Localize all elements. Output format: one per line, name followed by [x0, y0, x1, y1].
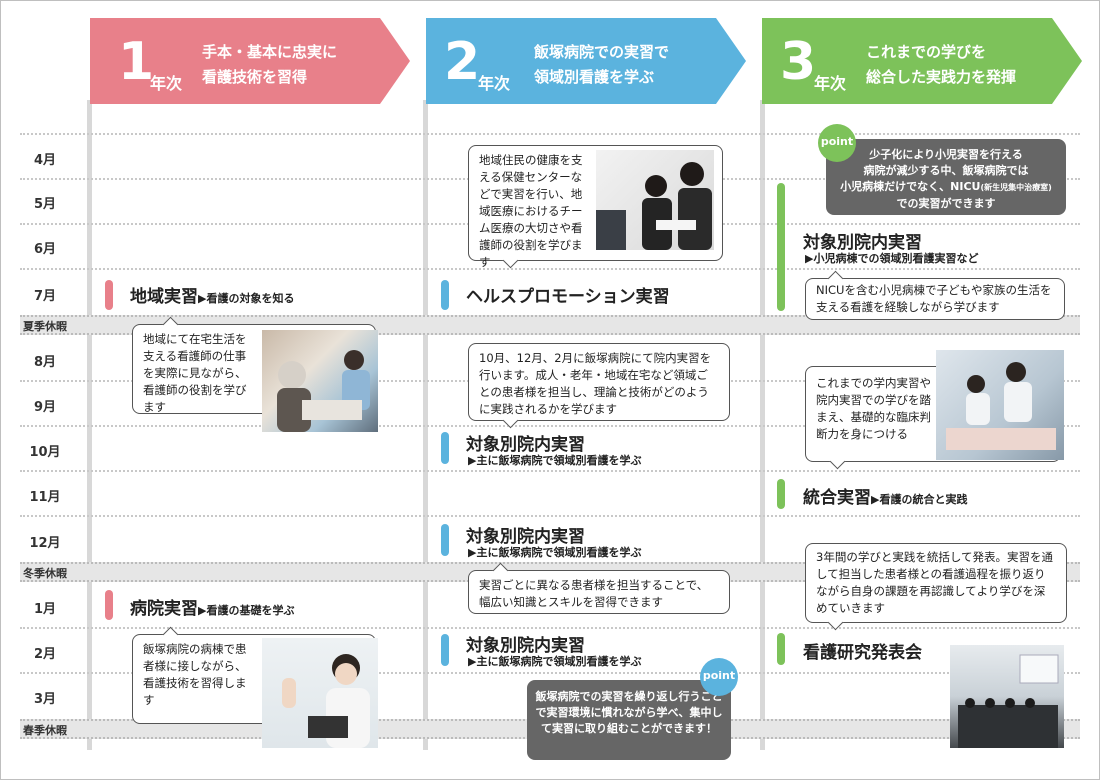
info-bubble-research: 3年間の学びと実践を統括して発表。実習を通して担当した患者様との看護過程を振り返…: [805, 543, 1067, 631]
month-label: 8月: [33, 355, 57, 370]
row-divider: [20, 268, 1080, 270]
year-3-header: 3 年次 これまでの学びを総合した実践力を発揮: [762, 18, 1084, 104]
program-marker: [441, 432, 449, 464]
point-callout-repeat: 飯塚病院での実習を繰り返し行うことで実習環境に慣れながら学べ、集中して実習に取り…: [527, 680, 731, 760]
row-divider: [20, 470, 1080, 472]
point-badge: point: [818, 124, 856, 162]
program-marker: [441, 524, 449, 556]
year-number: 2: [444, 32, 481, 92]
program-subtitle: ▶主に飯塚病院で領域別看護を学ぶ: [468, 546, 642, 559]
month-label: 9月: [33, 400, 57, 415]
program-subtitle: ▶小児病棟での領域別看護実習など: [805, 252, 979, 265]
photo-student-nurse: [262, 638, 378, 748]
program-title-taishobetsu-1: 対象別院内実習: [466, 435, 585, 455]
photo-team-meeting: [596, 150, 714, 250]
row-divider: [20, 425, 1080, 427]
photo-home-visit: [262, 330, 378, 432]
row-divider: [20, 133, 1080, 135]
program-marker: [105, 590, 113, 620]
vacation-label: 夏季休暇: [23, 320, 67, 333]
row-divider: [20, 515, 1080, 517]
year-title: これまでの学びを総合した実践力を発揮: [866, 43, 1017, 86]
year-number: 3: [780, 32, 817, 92]
program-title-taishobetsu-2: 対象別院内実習: [466, 527, 585, 547]
program-marker: [777, 183, 785, 311]
month-label: 6月: [33, 242, 57, 257]
point-callout-nicu: 少子化により小児実習を行える 病院が減少する中、飯塚病院では 小児病棟だけでなく…: [826, 139, 1066, 215]
month-label: 2月: [33, 647, 57, 662]
year-1-header: 1 年次 手本・基本に忠実に看護技術を習得: [90, 18, 412, 104]
program-title-chiiki: 地域実習▶看護の対象を知る: [130, 287, 295, 307]
year-suffix: 年次: [150, 74, 183, 93]
program-title-kenkyu: 看護研究発表会: [803, 643, 922, 663]
info-bubble-nicu: NICUを含む小児病棟で子どもや家族の生活を支える看護を経験しながら学びます: [805, 270, 1065, 320]
month-label: 4月: [33, 153, 57, 168]
month-label: 11月: [29, 490, 61, 505]
program-marker: [777, 633, 785, 665]
program-title-health-promotion: ヘルスプロモーション実習: [466, 287, 670, 307]
month-label: 3月: [33, 692, 57, 707]
year-title: 飯塚病院での実習で領域別看護を学ぶ: [534, 43, 670, 86]
program-title-taishobetsu-3: 対象別院内実習: [466, 636, 585, 656]
row-divider: [20, 627, 1080, 629]
vacation-label: 冬季休暇: [23, 567, 67, 580]
program-marker: [105, 280, 113, 310]
year-suffix: 年次: [814, 74, 847, 93]
row-divider: [20, 672, 1080, 674]
photo-presentation: [950, 645, 1064, 748]
program-marker: [777, 479, 785, 509]
month-label: 7月: [33, 289, 57, 304]
year-2-header: 2 年次 飯塚病院での実習で領域別看護を学ぶ: [426, 18, 748, 104]
month-label: 1月: [33, 602, 57, 617]
program-marker: [441, 280, 449, 310]
program-title-byoin: 病院実習▶看護の基礎を学ぶ: [130, 599, 295, 619]
month-label: 12月: [29, 536, 61, 551]
info-bubble-inhouse: 10月、12月、2月に飯塚病院にて院内実習を行います。成人・老年・地域在宅など領…: [468, 343, 730, 429]
year-title: 手本・基本に忠実に看護技術を習得: [202, 43, 338, 86]
program-marker: [441, 634, 449, 666]
program-title-togo: 統合実習▶看護の統合と実践: [803, 488, 968, 508]
program-title-y3-taishobetsu: 対象別院内実習: [803, 233, 922, 253]
month-label: 5月: [33, 197, 57, 212]
photo-clinical-training: [936, 350, 1064, 460]
month-label: 10月: [29, 445, 61, 460]
vacation-label: 春季休暇: [23, 724, 67, 737]
program-subtitle: ▶主に飯塚病院で領域別看護を学ぶ: [468, 454, 642, 467]
year-suffix: 年次: [478, 74, 511, 93]
program-subtitle: ▶主に飯塚病院で領域別看護を学ぶ: [468, 655, 642, 668]
year-number: 1: [118, 32, 155, 92]
point-badge: point: [700, 658, 738, 696]
info-bubble-knowledge: 実習ごとに異なる患者様を担当することで、幅広い知識とスキルを習得できます: [468, 562, 730, 614]
